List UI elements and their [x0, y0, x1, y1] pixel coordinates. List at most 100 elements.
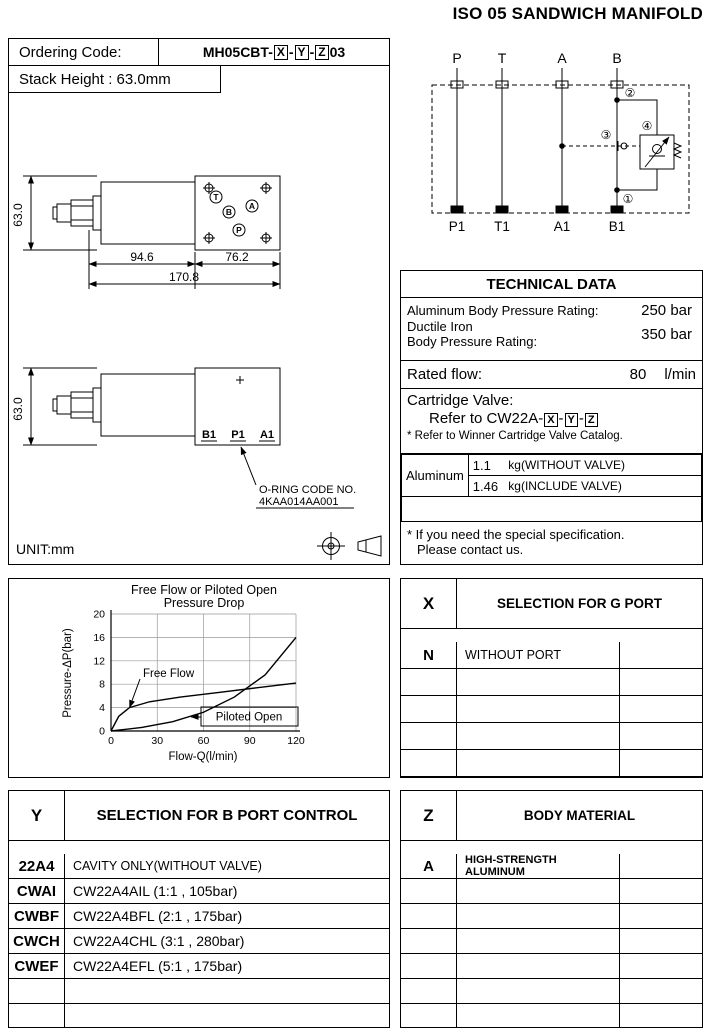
- table-row-empty: [401, 979, 702, 1004]
- port-label-t: T: [213, 192, 219, 202]
- y-table-key: Y: [9, 791, 65, 840]
- oring-leader-line: [240, 446, 354, 509]
- pressure-value-aluminum: 250 bar: [641, 302, 692, 319]
- table-row-empty: [401, 669, 702, 696]
- code-box-y: Y: [294, 44, 309, 60]
- svg-text:Free Flow: Free Flow: [143, 668, 195, 680]
- svg-text:0: 0: [108, 735, 114, 747]
- table-row-empty: [401, 696, 702, 723]
- oring-code: 4KAA014AA001: [259, 496, 339, 508]
- table-row-empty: [401, 1004, 702, 1027]
- dim-width-left: 94.6: [130, 250, 154, 264]
- ordering-code-label: Ordering Code:: [9, 39, 159, 65]
- svg-text:16: 16: [93, 632, 105, 644]
- schematic-port-t1: T1: [494, 219, 510, 234]
- dim-width-right: 76.2: [225, 250, 249, 264]
- weight-material: Aluminum: [401, 454, 469, 497]
- svg-text:20: 20: [93, 609, 105, 621]
- callout-3-icon: ③: [601, 128, 612, 142]
- code-box-z: Z: [315, 44, 329, 60]
- svg-text:90: 90: [244, 735, 256, 747]
- cartridge-valve-section: Cartridge Valve: Refer to CW22A-X-Y-Z * …: [401, 389, 702, 454]
- table-row: CWBF CW22A4BFL (2:1 , 175bar): [9, 904, 389, 929]
- rated-flow-label: Rated flow:: [407, 366, 483, 383]
- svg-text:12: 12: [93, 655, 105, 667]
- rated-flow-row: Rated flow: 80 l/min: [401, 361, 702, 389]
- chart-xlabel: Flow-Q(l/min): [169, 751, 238, 763]
- port-label-b: B: [226, 207, 232, 217]
- svg-text:60: 60: [198, 735, 210, 747]
- table-row-empty: [401, 904, 702, 929]
- row-extra-cell: [619, 642, 702, 668]
- row-extra-cell: [619, 854, 702, 878]
- cartridge-code: Refer to CW22A-X-Y-Z: [429, 410, 696, 427]
- dim-width-total: 170.8: [169, 270, 199, 284]
- schematic-lines: [431, 68, 690, 214]
- table-row-empty: [401, 750, 702, 777]
- pressure-drop-chart: Free Flow or Piloted Open Pressure Drop …: [8, 578, 390, 778]
- z-table-title: BODY MATERIAL: [523, 808, 636, 823]
- oring-label: O-RING CODE NO.: [259, 484, 356, 496]
- code-box-x: X: [273, 44, 288, 60]
- bolt-hole-icon: [203, 182, 272, 244]
- x-selection-table: X SELECTION FOR G PORT N WITHOUT PORT: [400, 578, 703, 778]
- rated-flow-value: 80: [629, 366, 647, 383]
- stack-height: Stack Height : 63.0mm: [9, 66, 221, 93]
- table-row: CWAI CW22A4AIL (1:1 , 105bar): [9, 879, 389, 904]
- weight-value-1: 1.1: [467, 454, 505, 476]
- dim-height2: 63.0: [11, 397, 25, 421]
- schematic-port-a1: A1: [554, 219, 571, 234]
- schematic-port-b1: B1: [609, 219, 626, 234]
- row-desc: HIGH-STRENGTH ALUMINUM: [465, 854, 557, 878]
- chart-title: Free Flow or Piloted Open: [131, 583, 277, 597]
- pressure-ratings: Aluminum Body Pressure Rating: 250 bar D…: [401, 298, 702, 361]
- port-label-p: P: [236, 225, 242, 235]
- svg-text:8: 8: [99, 679, 105, 691]
- row-key: CWBF: [9, 904, 65, 928]
- row-key: N: [401, 642, 457, 668]
- table-row-empty: [9, 1004, 389, 1027]
- dim-lines-height1: [23, 175, 97, 251]
- y-table-title: SELECTION FOR B PORT CONTROL: [96, 807, 358, 824]
- weight-table: Aluminum 1.1 kg(WITHOUT VALVE) 1.46 kg(I…: [401, 454, 702, 522]
- y-selection-table: Y SELECTION FOR B PORT CONTROL 22A4 CAVI…: [8, 790, 390, 1028]
- valve-side-view-2: [52, 367, 281, 446]
- table-row-empty: [401, 929, 702, 954]
- port-label-a: A: [249, 201, 255, 211]
- pressure-value-ductile: 350 bar: [641, 325, 692, 343]
- row-desc: CAVITY ONLY(WITHOUT VALVE): [73, 859, 262, 873]
- table-row-empty: [401, 954, 702, 979]
- row-key: CWCH: [9, 929, 65, 953]
- table-row-empty: [9, 979, 389, 1004]
- svg-text:0: 0: [99, 726, 105, 738]
- valve-side-view: [52, 175, 281, 251]
- bottom-port-p1: P1: [231, 429, 244, 441]
- technical-data-title: TECHNICAL DATA: [401, 271, 702, 298]
- chart-ylabel: Pressure-ΔP(bar): [62, 628, 74, 718]
- weight-empty-row: [401, 496, 702, 522]
- schematic-port-t: T: [498, 50, 507, 66]
- table-row: CWCH CW22A4CHL (3:1 , 280bar): [9, 929, 389, 954]
- iso-port-circles: [209, 190, 259, 237]
- dim-height1: 63.0: [11, 203, 25, 227]
- page-title: ISO 05 SANDWICH MANIFOLD: [452, 4, 703, 23]
- table-row: N WITHOUT PORT: [401, 642, 702, 669]
- row-desc: WITHOUT PORT: [465, 648, 562, 662]
- pressure-label-ductile: Ductile Iron Body Pressure Rating:: [407, 319, 538, 349]
- row-desc: CW22A4EFL (5:1 , 175bar): [73, 958, 243, 974]
- z-table-key: Z: [401, 791, 457, 840]
- x-table-header: X SELECTION FOR G PORT: [401, 579, 702, 629]
- chart-subtitle: Pressure Drop: [164, 596, 245, 610]
- special-spec-note: * If you need the special specification.…: [407, 527, 625, 557]
- chart-svg: Free Flow or Piloted Open Pressure Drop …: [62, 583, 305, 763]
- callout-4-icon: ④: [642, 119, 653, 133]
- table-row-empty: [401, 879, 702, 904]
- cartridge-title: Cartridge Valve:: [407, 392, 514, 409]
- row-key: A: [401, 854, 457, 878]
- schematic-port-b: B: [612, 50, 621, 66]
- bottom-port-a1: A1: [260, 429, 274, 441]
- table-row: 22A4 CAVITY ONLY(WITHOUT VALVE): [9, 854, 389, 879]
